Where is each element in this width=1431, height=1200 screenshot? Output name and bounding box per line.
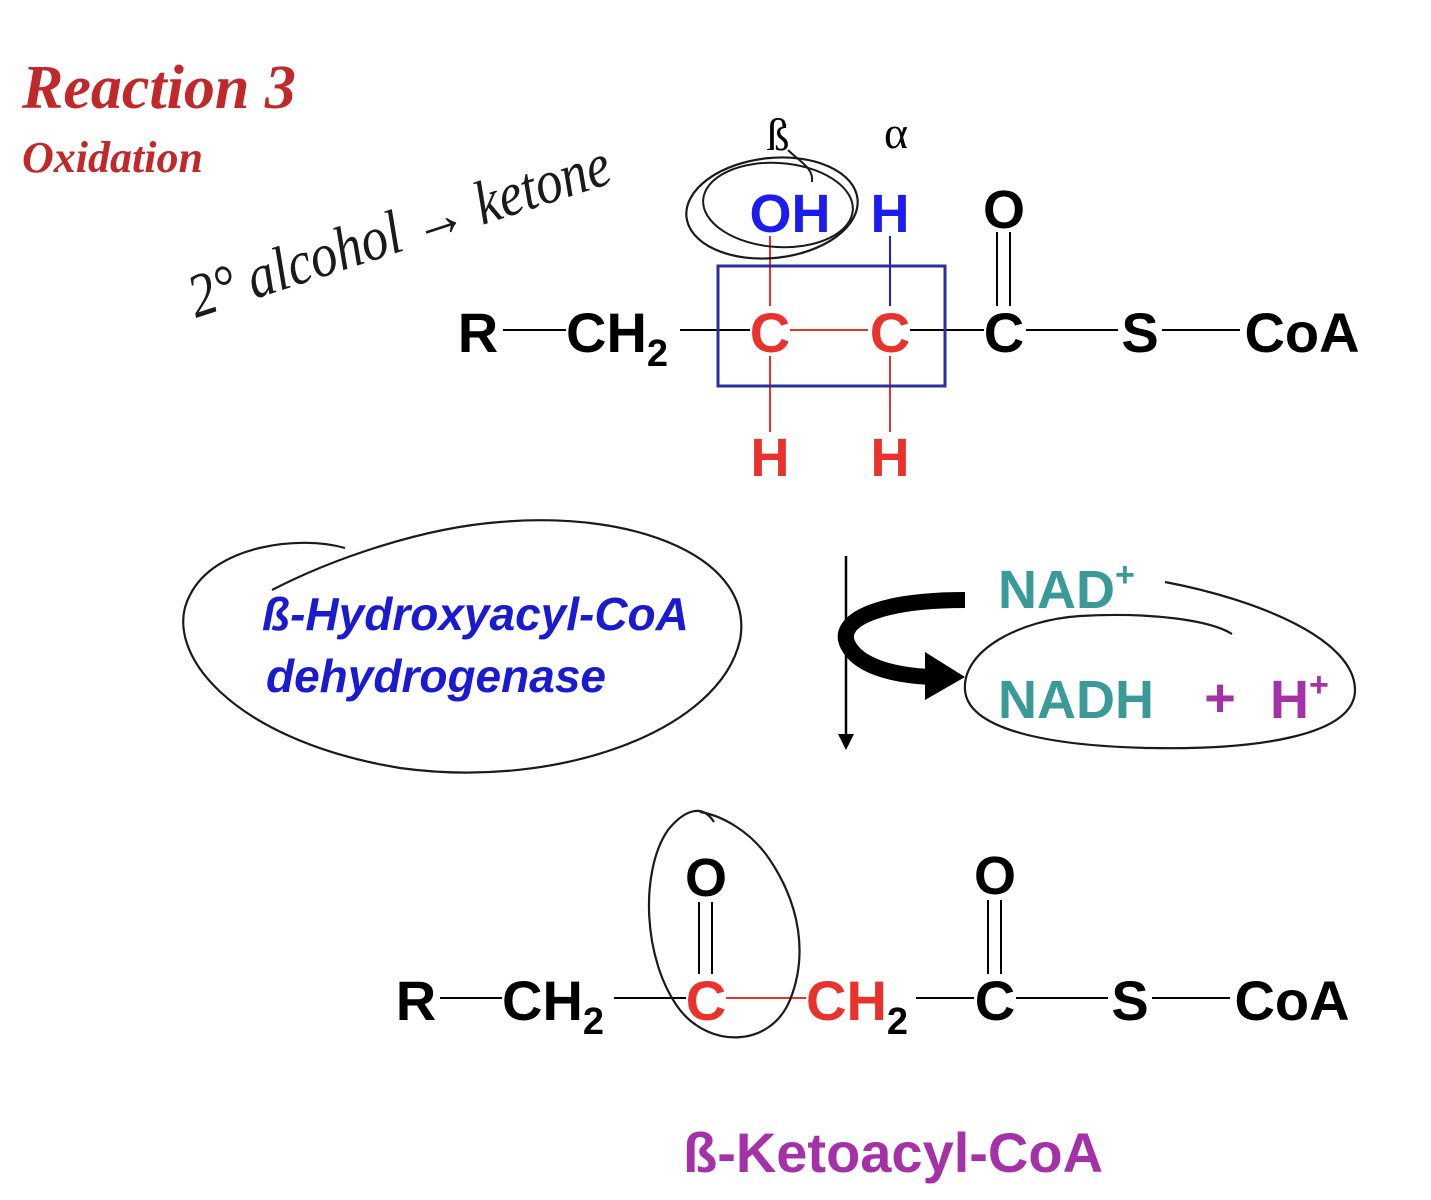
atom-c-carbonyl: C [984,301,1024,364]
atom-s: S [1121,301,1158,364]
enzyme-label: ß-Hydroxyacyl-CoA dehydrogenase [182,519,743,774]
product-molecule: R CH2 C CH2 C S CoA O O ß-Ketoacyl-CoA [396,809,1350,1184]
curved-arrow-head-icon [925,652,965,700]
product-name: ß-Ketoacyl-CoA [683,1121,1103,1184]
proton-text: H [1270,670,1309,730]
p-group-coa: CoA [1234,969,1349,1032]
p-group-ch2-2: CH2 [806,969,908,1043]
p-atom-c-carbonyl: C [975,969,1015,1032]
handwritten-note: 2° alcohol → ketone [179,131,618,332]
cofactor-proton: H+ [1270,666,1329,730]
cofactors: NAD+ NADH + H+ [963,556,1357,750]
alpha-label: α [884,107,908,158]
keto-circle [647,809,801,1039]
reactant-molecule: R CH2 C C C S CoA OH H O H H ß α [458,107,1360,488]
p-ch2-2-main: CH [806,969,887,1032]
p-atom-s: S [1111,969,1148,1032]
proton-charge: + [1309,666,1329,704]
cofactor-nadh: NADH [998,670,1154,730]
p-ch2-1-main: CH [502,969,583,1032]
cofactor-plus: + [1204,668,1236,728]
reaction-center-box [716,264,947,388]
group-coa: CoA [1244,301,1359,364]
atom-r: R [458,301,498,364]
enzyme-name-line1: ß-Hydroxyacyl-CoA [262,588,689,640]
atom-o-top: O [983,180,1025,240]
reaction-arrow [838,556,966,750]
p-atom-r: R [396,969,436,1032]
p-atom-o-keto: O [685,848,727,908]
p-ch2-2-sub: 2 [887,1001,908,1043]
handwritten-annotation: 2° alcohol → ketone [179,131,618,332]
atom-h-bottom-right: H [871,428,910,488]
ch2-main: CH [566,301,647,364]
p-atom-o-carbonyl: O [974,846,1016,906]
curved-arrow [838,592,966,685]
ch2-subscript: 2 [647,333,668,375]
cofactor-nad: NAD+ [998,556,1135,620]
atom-c-alpha: C [870,301,910,364]
group-oh: OH [750,184,831,244]
group-ch2: CH2 [566,301,668,375]
beta-squiggle [787,149,814,183]
beta-label: ß [767,109,790,160]
atom-c-beta: C [750,301,790,364]
reaction-subtitle: Oxidation [22,133,203,182]
enzyme-circle [182,519,743,774]
enzyme-name-line2: dehydrogenase [266,650,606,702]
oh-circle-inner [702,161,854,249]
atom-h-bottom-left: H [751,428,790,488]
p-ch2-1-sub: 2 [583,1001,604,1043]
nadh-circle [963,580,1357,750]
main-arrow-head-icon [838,734,854,750]
p-group-ch2-1: CH2 [502,969,604,1043]
nad-charge: + [1115,556,1135,594]
reaction-title: Reaction 3 [21,54,296,122]
oh-circle-outer [685,156,859,260]
nad-text: NAD [998,560,1115,620]
atom-h-top: H [871,184,910,244]
